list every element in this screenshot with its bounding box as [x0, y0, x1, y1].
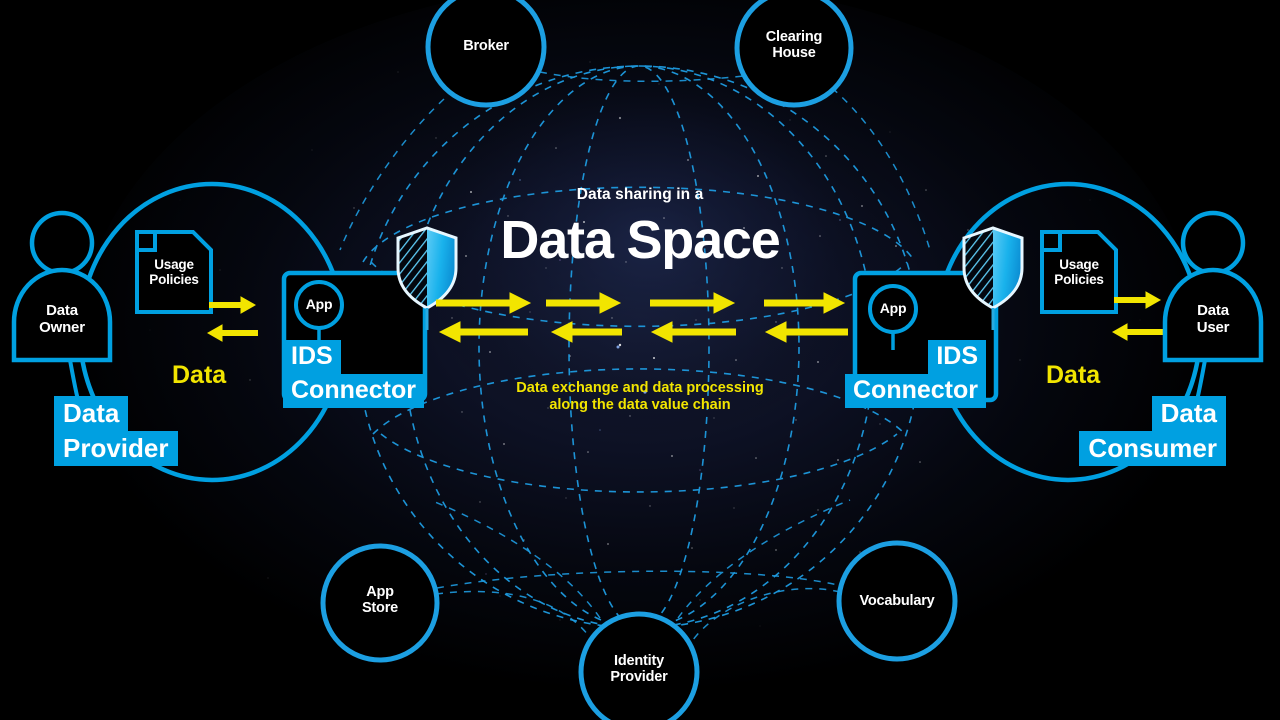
hero-caption: Data exchange and data processing along …	[516, 380, 764, 414]
satellite-label-vocabulary: Vocabulary	[859, 593, 935, 609]
ids-connector-label-right: IDS Connector	[845, 340, 986, 408]
satellite-label-clearing-house: Clearing House	[765, 29, 823, 62]
hero-subtitle: Data sharing in a	[576, 186, 704, 203]
data-owner-label: Data Owner	[39, 302, 85, 336]
role-line-2: Provider	[54, 431, 178, 466]
usage-policies-label-left: Usage Policies	[149, 257, 199, 288]
role-line-1: Data	[1151, 396, 1226, 431]
data-label-right: Data	[1046, 361, 1101, 389]
app-label-left: App	[305, 296, 333, 312]
satellite-label-broker: Broker	[463, 38, 509, 54]
satellite-label-app-store: App Store	[361, 584, 399, 617]
role-line-2: Consumer	[1079, 431, 1226, 466]
ids-connector-label-left: IDS Connector	[283, 340, 424, 408]
data-user-label: Data User	[1196, 302, 1230, 336]
ids-connector-line-2: Connector	[283, 374, 424, 408]
ids-connector-line-2: Connector	[845, 374, 986, 408]
ids-connector-line-1: IDS	[928, 340, 986, 374]
role-line-1: Data	[54, 396, 129, 431]
page-title: Data Space	[500, 210, 780, 270]
ids-connector-line-1: IDS	[283, 340, 341, 374]
usage-policies-label-right: Usage Policies	[1054, 257, 1104, 288]
data-label-left: Data	[172, 361, 227, 389]
data-consumer-label: Data Consumer	[1000, 396, 1226, 466]
app-label-right: App	[879, 300, 907, 316]
satellite-label-identity-provider: Identity Provider	[610, 653, 668, 686]
data-provider-label: Data Provider	[54, 396, 178, 466]
